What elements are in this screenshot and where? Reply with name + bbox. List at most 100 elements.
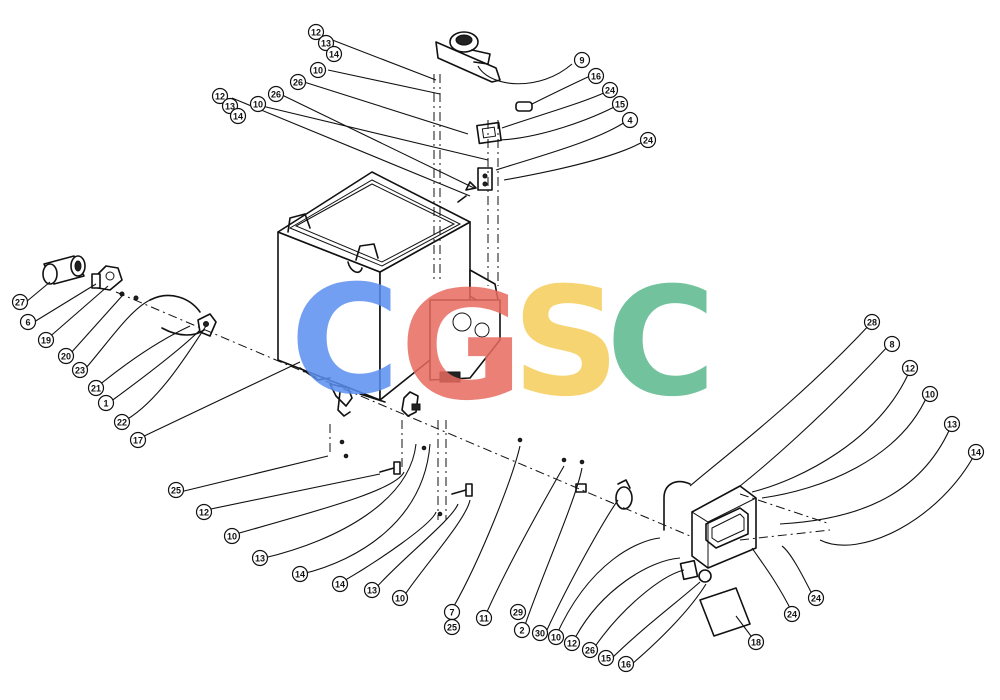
part-callout-23: 23 xyxy=(71,361,89,379)
callout-circle xyxy=(863,313,881,331)
watermark: C G S C xyxy=(290,254,716,434)
callout-circle xyxy=(251,549,269,567)
callout-circle xyxy=(581,641,599,659)
callout-number: 9 xyxy=(579,56,584,66)
part-callout-13: 13 xyxy=(363,581,381,599)
callout-circle xyxy=(291,565,309,583)
part-callout-15: 15 xyxy=(597,649,615,667)
callout-circle xyxy=(229,107,247,125)
callout-number: 10 xyxy=(313,66,323,76)
leader-lines xyxy=(25,35,977,665)
callout-number: 13 xyxy=(255,554,265,564)
callout-circle xyxy=(547,628,565,646)
callout-number: 14 xyxy=(329,50,339,60)
top-motor-assembly xyxy=(435,31,573,85)
callout-circle xyxy=(883,335,901,353)
callout-circle xyxy=(129,431,147,449)
callout-number: 14 xyxy=(335,580,345,590)
callout-number: 10 xyxy=(227,532,237,542)
part-callout-21: 21 xyxy=(87,379,105,397)
callout-circle xyxy=(331,575,349,593)
callout-number: 23 xyxy=(75,366,85,376)
callout-circle xyxy=(601,81,619,99)
callout-number: 6 xyxy=(25,318,30,328)
callout-circle xyxy=(113,413,131,431)
callout-circle xyxy=(307,23,325,41)
callout-circle xyxy=(509,603,527,621)
part-callout-20: 20 xyxy=(57,347,75,365)
callout-number: 10 xyxy=(395,594,405,604)
callout-circle xyxy=(943,415,961,433)
part-callout-24: 24 xyxy=(807,589,825,607)
callout-circle xyxy=(97,394,115,412)
callout-circle xyxy=(249,95,267,113)
callout-number: 26 xyxy=(585,646,595,656)
callout-circle xyxy=(783,605,801,623)
callout-circle xyxy=(325,45,343,63)
part-callout-9: 9 xyxy=(573,51,591,69)
part-callout-13: 13 xyxy=(251,549,269,567)
callout-number: 21 xyxy=(91,384,101,394)
callout-circle xyxy=(19,313,37,331)
callout-circle xyxy=(57,347,75,365)
part-callout-10: 10 xyxy=(391,589,409,607)
callout-number: 25 xyxy=(171,486,181,496)
part-callout-14: 14 xyxy=(331,575,349,593)
callout-circle xyxy=(443,618,461,636)
part-callout-10: 10 xyxy=(921,385,939,403)
callout-number: 16 xyxy=(621,660,631,670)
callout-number: 10 xyxy=(253,100,263,110)
callout-number: 24 xyxy=(643,136,653,146)
part-callout-10: 10 xyxy=(249,95,267,113)
callout-number: 13 xyxy=(321,39,331,49)
callout-number: 10 xyxy=(551,633,561,643)
part-callout-25: 25 xyxy=(167,481,185,499)
watermark-letter: C xyxy=(290,254,400,428)
callout-circle xyxy=(475,609,493,627)
callout-number: 12 xyxy=(215,92,225,102)
callout-number: 22 xyxy=(117,418,127,428)
part-callout-14: 14 xyxy=(967,443,985,461)
part-callout-26: 26 xyxy=(289,73,307,91)
part-callout-8: 8 xyxy=(883,335,901,353)
callout-number: 1 xyxy=(103,399,108,409)
left-actuator-assembly xyxy=(42,255,217,337)
callout-number: 13 xyxy=(947,420,957,430)
callout-circle xyxy=(11,293,29,311)
callout-number: 11 xyxy=(479,614,489,624)
callout-number: 20 xyxy=(61,352,71,362)
callout-circle xyxy=(597,649,615,667)
callout-circle xyxy=(37,331,55,349)
part-callout-11: 11 xyxy=(475,609,493,627)
part-callout-24: 24 xyxy=(601,81,619,99)
part-callout-12: 12 xyxy=(307,23,325,41)
callout-circle xyxy=(621,111,639,129)
main-housing xyxy=(277,171,501,417)
callout-number: 12 xyxy=(905,364,915,374)
callout-circle xyxy=(267,85,285,103)
callout-number: 24 xyxy=(811,594,821,604)
callout-circle xyxy=(211,87,229,105)
callout-number: 14 xyxy=(971,448,981,458)
callout-number: 7 xyxy=(449,608,454,618)
callout-circle xyxy=(289,73,307,91)
callout-number: 10 xyxy=(925,390,935,400)
part-callout-13: 13 xyxy=(317,34,335,52)
part-callout-6: 6 xyxy=(19,313,37,331)
callout-number: 12 xyxy=(199,508,209,518)
part-callout-14: 14 xyxy=(229,107,247,125)
callout-circle xyxy=(363,581,381,599)
callout-circle xyxy=(391,589,409,607)
part-callout-22: 22 xyxy=(113,413,131,431)
callout-number: 12 xyxy=(311,28,321,38)
callout-number: 12 xyxy=(567,639,577,649)
watermark-letter: S xyxy=(512,256,620,430)
callout-circle xyxy=(563,634,581,652)
callout-number: 28 xyxy=(867,318,877,328)
callout-circle xyxy=(617,655,635,673)
part-callout-15: 15 xyxy=(611,95,629,113)
callout-number: 24 xyxy=(787,610,797,620)
part-callout-10: 10 xyxy=(547,628,565,646)
lower-hardware xyxy=(339,437,585,517)
right-box-assembly xyxy=(575,479,757,637)
